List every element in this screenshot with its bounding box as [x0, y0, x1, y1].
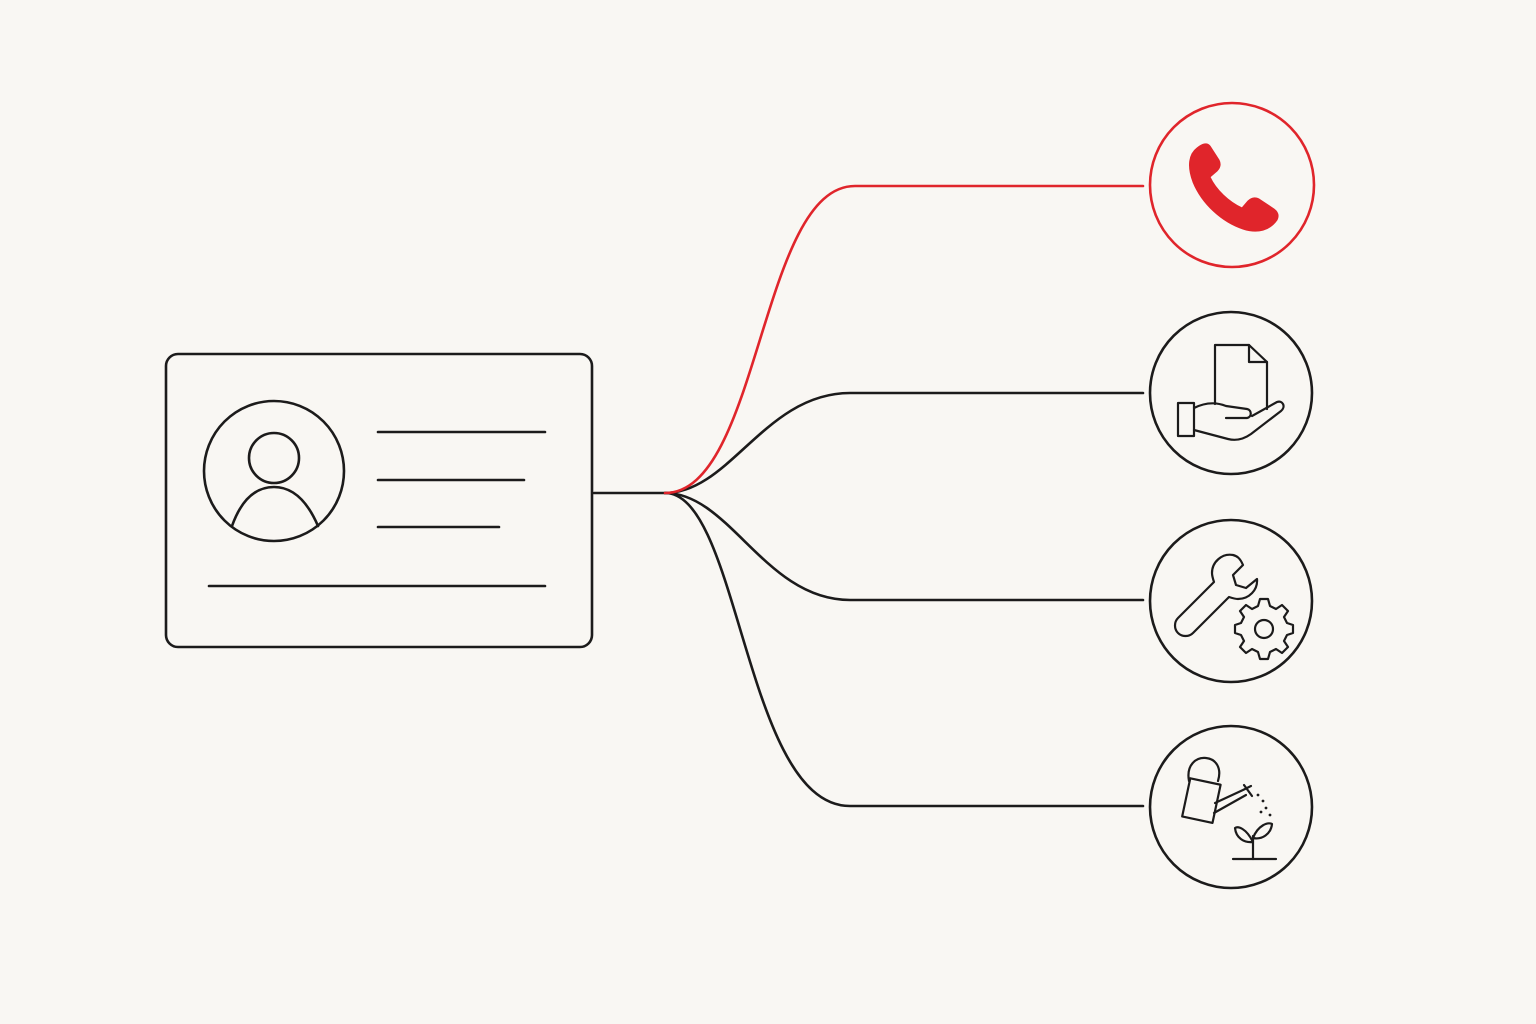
watering-can-plant-icon [1181, 756, 1278, 861]
phone-icon [1189, 143, 1279, 232]
user-avatar-icon [202, 399, 346, 543]
profile-card[interactable] [164, 352, 594, 649]
wrench-gear-icon [1173, 553, 1295, 661]
node-document[interactable] [1148, 310, 1314, 476]
hand-document-icon [1176, 343, 1285, 441]
node-care[interactable] [1148, 724, 1314, 890]
node-phone[interactable] [1148, 101, 1316, 269]
connector-phone [663, 184, 1145, 495]
connector-document [663, 391, 1145, 495]
connector-service [663, 491, 1145, 602]
node-service[interactable] [1148, 518, 1314, 684]
connector-care [663, 491, 1145, 808]
profile-card-frame [164, 352, 594, 649]
